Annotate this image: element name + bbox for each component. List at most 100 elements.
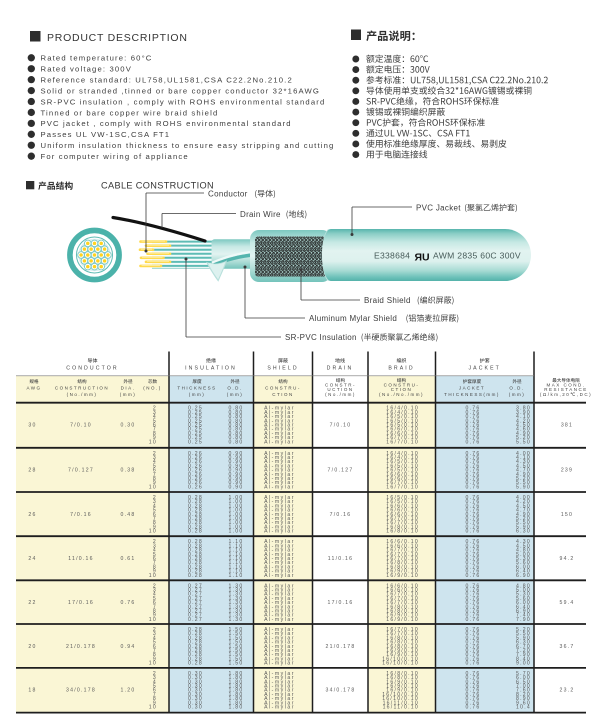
svg-text:0.28: 0.28: [188, 564, 203, 570]
svg-text:16/8/0.10: 16/8/0.10: [386, 635, 419, 641]
svg-text:7/0.10: 7/0.10: [330, 423, 352, 429]
svg-text:DRAIN: DRAIN: [327, 366, 354, 372]
svg-text:0.30: 0.30: [188, 671, 203, 677]
svg-text:7/0.10: 7/0.10: [70, 423, 92, 429]
svg-text:6.00: 6.00: [516, 600, 531, 606]
svg-text:7: 7: [153, 604, 157, 610]
svg-text:0.25: 0.25: [188, 431, 203, 437]
svg-text:Conductor: Conductor: [208, 190, 248, 199]
svg-text:0.28: 0.28: [188, 635, 203, 641]
svg-text:16/8/0.10: 16/8/0.10: [386, 671, 419, 677]
svg-text:Al-mylar: Al-mylar: [264, 583, 295, 589]
svg-text:7/0.127: 7/0.127: [328, 468, 354, 474]
svg-text:0.76: 0.76: [465, 459, 480, 465]
svg-text:Al-mylar: Al-mylar: [264, 495, 295, 501]
svg-text:8.20: 8.20: [516, 692, 531, 698]
svg-text:Al-mylar: Al-mylar: [264, 671, 295, 677]
svg-text:INSULATION: INSULATION: [185, 366, 237, 372]
svg-text:4.70: 4.70: [516, 508, 531, 514]
svg-text:16/5/0.10: 16/5/0.10: [386, 468, 419, 474]
svg-text:9: 9: [153, 613, 157, 619]
svg-text:1.00: 1.00: [228, 520, 243, 526]
svg-text:0.26: 0.26: [188, 451, 203, 457]
svg-text:16/9/0.10: 16/9/0.10: [386, 652, 419, 658]
svg-text:0.76: 0.76: [465, 548, 480, 554]
svg-text:0.76: 0.76: [465, 512, 480, 518]
svg-text:4.90: 4.90: [516, 431, 531, 437]
svg-text:0.76: 0.76: [465, 652, 480, 658]
svg-text:0.28: 0.28: [188, 539, 203, 545]
svg-text:Uniform insulation thickness t: Uniform insulation thickness to ensure e…: [41, 141, 335, 150]
svg-text:16/7/0.10: 16/7/0.10: [386, 439, 419, 445]
svg-text:30: 30: [28, 423, 36, 429]
svg-text:6: 6: [153, 556, 157, 562]
svg-text:16/7/0.10: 16/7/0.10: [386, 520, 419, 526]
svg-text:16/7/0.10: 16/7/0.10: [386, 480, 419, 486]
svg-text:9.00: 9.00: [516, 661, 531, 667]
svg-text:4.60: 4.60: [516, 427, 531, 433]
svg-text:16/6/0.10: 16/6/0.10: [386, 588, 419, 594]
svg-text:0.76: 0.76: [465, 495, 480, 501]
svg-text:1.50: 1.50: [228, 661, 243, 667]
svg-text:0.90: 0.90: [228, 472, 243, 478]
svg-text:9: 9: [153, 480, 157, 486]
svg-text:1.00: 1.00: [228, 524, 243, 530]
svg-text:17/0.16: 17/0.16: [328, 600, 354, 606]
svg-text:16/6/0.10: 16/6/0.10: [386, 539, 419, 545]
svg-text:16/4/0.10: 16/4/0.10: [386, 406, 419, 412]
svg-text:16/8/0.10: 16/8/0.10: [386, 604, 419, 610]
svg-text:4: 4: [153, 414, 157, 420]
svg-text:16/9/0.10: 16/9/0.10: [386, 684, 419, 690]
svg-text:Rated voltage: 300V: Rated voltage: 300V: [41, 65, 133, 74]
svg-text:CONSTRU-: CONSTRU-: [265, 385, 301, 390]
svg-text:16/7/0.10: 16/7/0.10: [386, 627, 419, 633]
svg-text:0.90: 0.90: [228, 455, 243, 461]
svg-text:0.27: 0.27: [188, 613, 203, 619]
svg-text:Al-mylar: Al-mylar: [264, 556, 295, 562]
svg-text:16/8/0.10: 16/8/0.10: [386, 609, 419, 615]
svg-text:16/7/0.10: 16/7/0.10: [386, 484, 419, 490]
svg-text:7.40: 7.40: [516, 613, 531, 619]
svg-text:Al-mylar: Al-mylar: [264, 592, 295, 598]
svg-text:3: 3: [153, 675, 157, 681]
svg-text:6.00: 6.00: [516, 675, 531, 681]
svg-text:JACKET: JACKET: [468, 366, 501, 372]
svg-text:Al-mylar: Al-mylar: [264, 548, 295, 554]
svg-text:1.30: 1.30: [228, 617, 243, 623]
svg-text:16/6/0.10: 16/6/0.10: [386, 503, 419, 509]
svg-text:16/7/0.10: 16/7/0.10: [386, 631, 419, 637]
svg-text:0.27: 0.27: [188, 604, 203, 610]
svg-text:0.28: 0.28: [188, 499, 203, 505]
svg-text:Tinned or bare copper wire bra: Tinned or bare copper wire braid shield: [41, 108, 219, 117]
svg-text:Al-mylar: Al-mylar: [264, 512, 295, 518]
svg-text:0.25: 0.25: [188, 418, 203, 424]
svg-text:0.76: 0.76: [465, 520, 480, 526]
svg-text:5: 5: [153, 640, 157, 646]
svg-text:5.50: 5.50: [516, 520, 531, 526]
svg-text:5: 5: [153, 508, 157, 514]
svg-text:0.76: 0.76: [465, 468, 480, 474]
svg-text:16/9/0.10: 16/9/0.10: [386, 617, 419, 623]
svg-text:36.7: 36.7: [559, 644, 574, 650]
svg-text:6: 6: [153, 468, 157, 474]
svg-text:16/8/0.10: 16/8/0.10: [386, 640, 419, 646]
svg-text:SR-PVC insulation , comply wit: SR-PVC insulation , comply with ROHS env…: [41, 97, 326, 106]
svg-text:9: 9: [153, 435, 157, 441]
svg-text:Al-mylar: Al-mylar: [264, 675, 295, 681]
svg-text:16/7/0.10: 16/7/0.10: [386, 516, 419, 522]
svg-text:0.25: 0.25: [188, 410, 203, 416]
svg-text:0.76: 0.76: [465, 476, 480, 482]
svg-text:5.20: 5.20: [516, 516, 531, 522]
svg-text:Rated temperature: 60°C: Rated temperature: 60°C: [41, 54, 153, 63]
svg-text:4.70: 4.70: [516, 468, 531, 474]
svg-text:(No./No./mm): (No./No./mm): [379, 392, 424, 397]
svg-text:0.80: 0.80: [228, 427, 243, 433]
svg-text:0.28: 0.28: [188, 644, 203, 650]
svg-text:JACKET: JACKET: [459, 385, 485, 390]
svg-text:1.50: 1.50: [228, 648, 243, 654]
svg-text:Al-mylar: Al-mylar: [264, 543, 295, 549]
svg-text:0.27: 0.27: [188, 609, 203, 615]
svg-text:Al-mylar: Al-mylar: [264, 524, 295, 530]
svg-text:7: 7: [153, 648, 157, 654]
svg-text:PRODUCT DESCRIPTION: PRODUCT DESCRIPTION: [47, 32, 188, 44]
